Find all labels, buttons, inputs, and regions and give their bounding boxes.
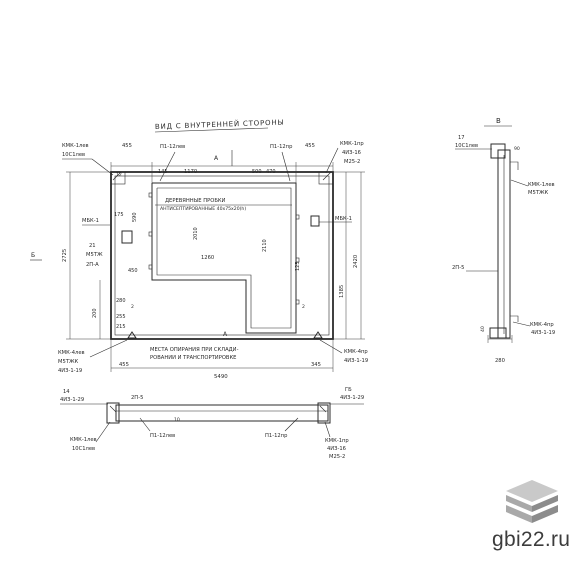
section-mark: 2П-5 (452, 265, 464, 271)
dim-255: 255 (116, 314, 126, 320)
plan-left-4: 10С1лев (72, 446, 95, 452)
note-transport-2: РОВАНИИ И ТРАНСПОРТИРОВКЕ (150, 355, 236, 361)
plan-left-2: 4ИЗ-1-29 (60, 397, 84, 403)
section-dim-bot: 280 (495, 358, 505, 364)
plan-view: 14 4ИЗ-1-29 КМК-1лев 10С1лев 2П-5 П1-12л… (60, 387, 364, 460)
section-bottom-2: 4ИЗ-1-19 (531, 330, 555, 336)
label-angle-2: 2 (302, 304, 305, 310)
dim-450: 450 (128, 268, 138, 274)
dim-175: 175 (114, 212, 124, 218)
dim-overall-width: 5490 (214, 374, 228, 380)
dim-top-left: 455 (122, 143, 132, 149)
plan-right-1: ГБ (345, 387, 352, 393)
plan-right-3: КМК-1пр (325, 438, 349, 444)
plan-2p: 2П-5 (131, 395, 143, 401)
label-top-right-2: 4ИЗ-16 (342, 150, 361, 156)
label-bottom-right-1: КМК-4пр (344, 349, 368, 355)
label-top-left-1: КМК-1лев (62, 143, 89, 149)
logo-bot-slab-left (506, 505, 532, 523)
logo-mid-slab-right (532, 495, 558, 512)
plan-angle: 10 (174, 417, 180, 423)
label-left-side-3: 2П-А (86, 262, 99, 268)
dim-right-height: 1385 (339, 285, 345, 298)
dim-height-a: 2725 (62, 249, 68, 262)
label-mbk-left: МБК-1 (82, 218, 99, 224)
label-angle-1: 2 (131, 304, 134, 310)
label-top-left-2: 10С1лев (62, 152, 85, 158)
dim-590: 590 (132, 212, 138, 222)
dim-top-open: 1170 (184, 169, 197, 175)
dim-215: 215 (116, 324, 126, 330)
section-right-2: М5ТЖК (528, 190, 549, 196)
plan-p11: П1-12лев (150, 433, 175, 439)
label-bottom-left-3: 4ИЗ-1-19 (58, 368, 82, 374)
dim-height-b: 2420 (353, 255, 359, 268)
note-plugs-2: АНТИСЕПТИРОВАННЫЕ 40х75х20(h) (160, 206, 246, 212)
label-bottom-left-2: М5ТЖК (58, 359, 79, 365)
dim-win-h: 2110 (262, 239, 268, 252)
section-top-2: 10С1лев (455, 143, 478, 149)
dim-280: 280 (116, 298, 126, 304)
dim-bot-right: 345 (311, 362, 321, 368)
dim-12: 12 (116, 172, 122, 178)
section-dim-side: 40 (480, 326, 486, 332)
plan-right-5: М25-2 (329, 454, 345, 460)
plan-left-3: КМК-1лев (70, 437, 97, 443)
section-top-1: 17 (458, 135, 465, 141)
plan-right-2: 4ИЗ-1-29 (340, 395, 364, 401)
section-mark-v: В (496, 117, 501, 125)
dim-bot-left: 455 (119, 362, 129, 368)
elevation-view: А А Б ДЕРЕВЯННЫЕ ПРОБКИ АНТИСЕПТИРОВАННЫ… (30, 141, 368, 380)
label-bottom-left-1: КМК-4лев (58, 350, 85, 356)
label-embedded-1: П1-12лев (160, 144, 185, 150)
drawing-title: ВИД С ВНУТРЕННЕЙ СТОРОНЫ (155, 117, 285, 131)
label-embedded-2: П1-12пр (270, 144, 293, 150)
label-mbk-right: МБК-1 (335, 216, 352, 222)
section-a-top: А (214, 155, 219, 162)
plan-left-1: 14 (63, 389, 70, 395)
gbi-logo-icon (506, 480, 558, 523)
dim-top-470: 470 (266, 169, 276, 175)
logo-mid-slab-left (506, 495, 532, 512)
logo-top-slab (506, 480, 558, 502)
note-transport-1: МЕСТА ОПИРАНИЯ ПРИ СКЛАДИ- (150, 347, 239, 353)
watermark-text: gbi22.ru (492, 528, 571, 551)
plan-right-4: 4ИЗ-16 (327, 446, 346, 452)
plan-p12: П1-12пр (265, 433, 288, 439)
section-right-1: КМК-1лев (528, 182, 555, 188)
section-view: 17 10С1лев 90 КМК-1лев М5ТЖК 2П-5 КМК-4п… (452, 135, 555, 364)
section-dim-top: 90 (514, 146, 520, 152)
dim-top-mid: 500 (252, 169, 262, 175)
dim-door-height: 2010 (193, 227, 199, 240)
label-top-right-3: М25-2 (344, 159, 360, 165)
dim-top-right: 455 (305, 143, 315, 149)
dim-top-145: 145 (158, 169, 168, 175)
dim-height-200: 200 (92, 308, 98, 318)
dim-125: 125 (295, 261, 301, 271)
label-top-right-1: КМК-1пр (340, 141, 364, 147)
label-left-side-2: М5ТЖ (86, 252, 103, 258)
section-bottom-1: КМК-4пр (530, 322, 554, 328)
logo-bot-slab-right (532, 505, 558, 523)
note-plugs-1: ДЕРЕВЯННЫЕ ПРОБКИ (165, 198, 226, 204)
section-b-left: Б (31, 252, 35, 259)
label-left-side-1: 21 (89, 243, 96, 249)
section-a-bottom: А (223, 331, 228, 338)
dim-window-w: 1260 (201, 255, 214, 261)
label-bottom-right-2: 4ИЗ-1-19 (344, 358, 368, 364)
